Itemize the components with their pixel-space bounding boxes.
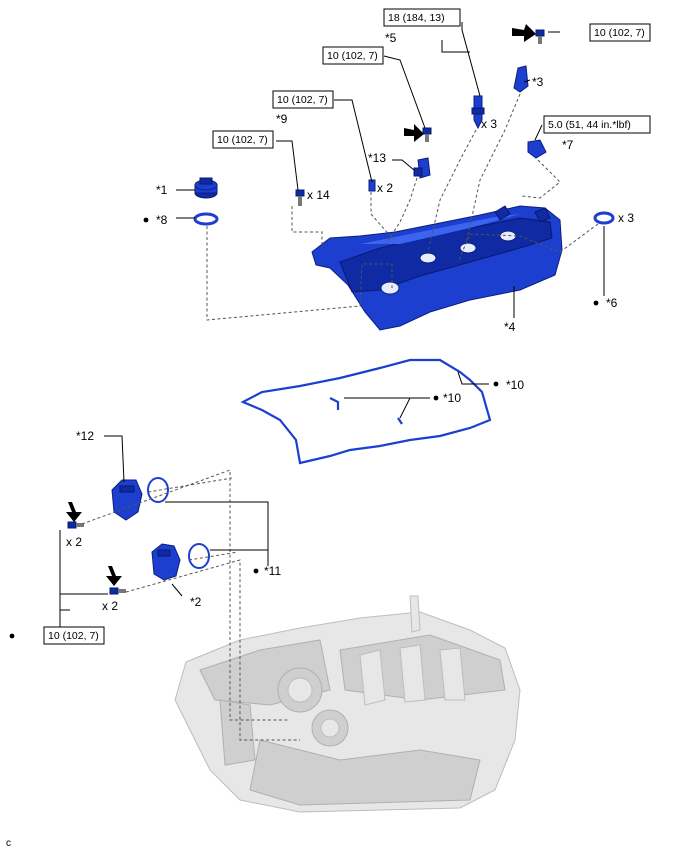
cover-bolt-x14 <box>295 189 305 206</box>
label-1: *1 <box>156 183 168 197</box>
ignition-coil-bracket <box>513 65 529 93</box>
label-3: *3 <box>532 75 544 89</box>
oil-filler-cap <box>194 177 218 199</box>
label-13: *13 <box>368 151 386 165</box>
bullet-bottom-left <box>9 633 15 639</box>
sensor-bolt <box>422 127 432 142</box>
qty-bolts-lower: x 2 <box>102 599 118 613</box>
qty-bolts-upper: x 2 <box>66 535 82 549</box>
bullet-8 <box>143 217 149 223</box>
bolt-upper-x2 <box>67 521 84 529</box>
torque-box-mid: 10 (102, 7) <box>272 90 334 109</box>
cylinder-head-cover <box>311 205 563 331</box>
label-11: *11 <box>264 564 281 578</box>
qty-rings: x 3 <box>618 211 634 225</box>
label-7: *7 <box>562 138 574 152</box>
torque-box-top-right: 10 (102, 7) <box>589 23 651 42</box>
bolt-arrow-icon-sensor <box>404 124 424 142</box>
cylinder-head-cover-gasket <box>240 358 492 465</box>
qty-bolts-14: x 14 <box>307 188 330 202</box>
qty-studs: x 2 <box>377 181 393 195</box>
label-10-right: *10 <box>506 378 524 392</box>
spark-plug-x3 <box>471 95 485 130</box>
bullet-10a <box>493 381 499 387</box>
o-ring-lower <box>188 543 210 569</box>
torque-box-18: 18 (184, 13) <box>383 8 461 27</box>
torque-box-5: 10 (102, 7) <box>322 46 384 65</box>
engine-block-illustration <box>174 595 521 813</box>
qty-spark-plugs: x 3 <box>481 117 497 131</box>
label-2: *2 <box>190 595 202 609</box>
label-8: *8 <box>156 213 168 227</box>
svg-text:5.0 (51, 44 in.*lbf): 5.0 (51, 44 in.*lbf) <box>548 119 631 131</box>
bolt-arrow-icon-upper-left <box>66 502 82 522</box>
cam-position-sensor <box>413 157 431 179</box>
figure-corner-mark: c <box>6 838 11 849</box>
spark-plug-tube-gasket-x3 <box>593 211 615 225</box>
label-10-inner: *10 <box>443 391 461 405</box>
camshaft-timing-oil-control-valve-upper <box>111 479 143 521</box>
label-12: *12 <box>76 429 94 443</box>
svg-text:10 (102, 7): 10 (102, 7) <box>327 50 378 62</box>
assembly-guide-lines <box>81 93 599 741</box>
o-ring-upper <box>147 477 169 503</box>
label-4: *4 <box>504 320 516 334</box>
bullet-10b <box>433 395 439 401</box>
svg-text:10 (102, 7): 10 (102, 7) <box>48 630 99 642</box>
svg-text:18 (184, 13): 18 (184, 13) <box>388 12 445 24</box>
torque-box-bottom: 10 (102, 7) <box>43 626 105 645</box>
bolt-arrow-icon-lower-left <box>106 566 122 586</box>
svg-text:10 (102, 7): 10 (102, 7) <box>594 27 645 39</box>
bolt-top-right <box>535 29 545 44</box>
oil-control-valve <box>527 139 547 159</box>
torque-box-5-0: 5.0 (51, 44 in.*lbf) <box>543 115 651 134</box>
label-9: *9 <box>276 112 288 126</box>
torque-box-left: 10 (102, 7) <box>212 130 274 149</box>
label-5: *5 <box>385 31 397 45</box>
oil-filler-cap-gasket <box>193 212 219 226</box>
bolt-arrow-icon-top-right <box>512 24 536 42</box>
svg-text:10 (102, 7): 10 (102, 7) <box>277 94 328 106</box>
bolt-lower-x2 <box>109 587 126 595</box>
leader-lines <box>59 22 605 630</box>
label-6: *6 <box>606 296 618 310</box>
bullet-6 <box>593 300 599 306</box>
camshaft-timing-oil-control-valve-lower <box>151 543 181 581</box>
svg-text:10 (102, 7): 10 (102, 7) <box>217 134 268 146</box>
bullet-11 <box>253 568 259 574</box>
